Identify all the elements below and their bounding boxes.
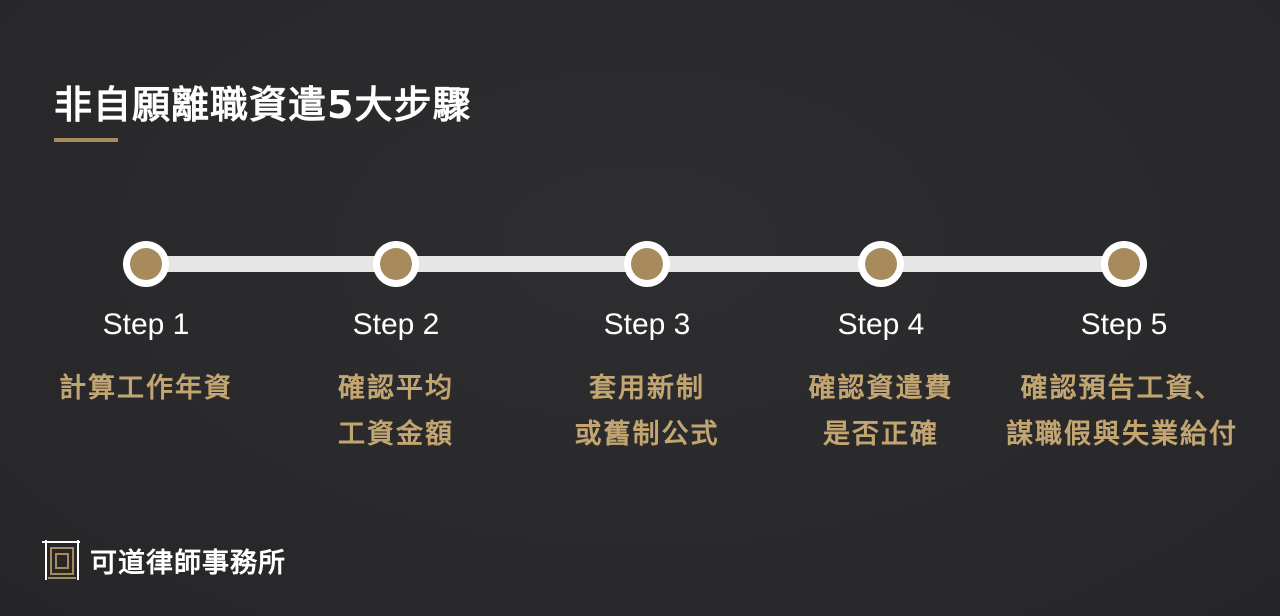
step-1-desc-line-1: 計算工作年資	[59, 373, 233, 404]
step-4-desc-line-2: 是否正確	[823, 419, 939, 450]
step-1-description: 計算工作年資	[6, 366, 286, 412]
brand-name: 可道律師事務所	[90, 547, 286, 579]
page-title: 非自願離職資遣5大步驟	[54, 83, 472, 127]
step-4-description: 確認資遣費 是否正確	[741, 366, 1021, 458]
step-2-desc-line-1: 確認平均	[338, 373, 454, 404]
step-3-dot	[631, 248, 663, 280]
step-1-label: Step 1	[102, 308, 190, 341]
step-5-node	[1101, 241, 1147, 287]
step-1-node	[123, 241, 169, 287]
step-5-label: Step 5	[1080, 308, 1168, 341]
law-firm-logo-icon	[42, 540, 80, 580]
step-1-dot	[130, 248, 162, 280]
step-4-node	[858, 241, 904, 287]
step-2-description: 確認平均 工資金額	[256, 366, 536, 458]
step-3-desc-line-1: 套用新制	[589, 373, 705, 404]
step-2-node	[373, 241, 419, 287]
brand-logo: 可道律師事務所	[42, 538, 286, 582]
step-5-description: 確認預告工資、 謀職假與失業給付	[992, 366, 1252, 458]
step-3-node	[624, 241, 670, 287]
step-2-dot	[380, 248, 412, 280]
step-4-desc-line-1: 確認資遣費	[808, 373, 954, 404]
step-4-label: Step 4	[837, 308, 925, 341]
step-5-desc-line-2: 謀職假與失業給付	[1006, 419, 1238, 450]
step-3-label: Step 3	[603, 308, 691, 341]
step-3-desc-line-2: 或舊制公式	[574, 419, 720, 450]
title-underline	[54, 138, 118, 142]
step-5-dot	[1108, 248, 1140, 280]
step-2-desc-line-2: 工資金額	[338, 419, 454, 450]
step-2-label: Step 2	[352, 308, 440, 341]
step-5-desc-line-1: 確認預告工資、	[1020, 373, 1224, 404]
step-4-dot	[865, 248, 897, 280]
step-3-description: 套用新制 或舊制公式	[507, 366, 787, 458]
